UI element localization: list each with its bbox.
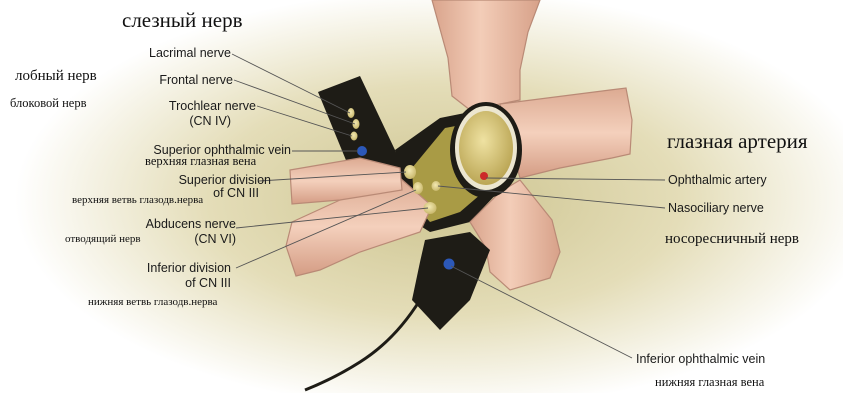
ophthalmic-artery-label: Ophthalmic artery [668, 174, 767, 187]
inferior-division-cn-label: of CN III [185, 277, 231, 290]
superior-division-dot-2 [413, 182, 423, 194]
ru-lacrimal-label: слезный нерв [122, 8, 242, 33]
nasociliary-nerve-label: Nasociliary nerve [668, 202, 764, 215]
abducens-nerve-cn-label: (CN VI) [194, 233, 236, 246]
ru-inferior-vein-label: нижняя глазная вена [655, 375, 764, 390]
ru-nasociliary-label: носоресничный нерв [665, 231, 799, 248]
superior-ophthalmic-vein-dot [357, 146, 367, 156]
abducens-nerve-label: Abducens nerve [146, 218, 236, 231]
inferior-ophthalmic-vein-label: Inferior ophthalmic vein [636, 353, 765, 366]
ophthalmic-artery-dot [480, 172, 488, 180]
frontal-nerve-dot [353, 119, 360, 129]
lacrimal-nerve-dot [348, 108, 355, 118]
ru-frontal-label: лобный нерв [15, 68, 97, 85]
trochlear-nerve-cn-label: (CN IV) [189, 115, 231, 128]
superior-ophthalmic-vein-label: Superior ophthalmic vein [153, 144, 291, 157]
inferior-division-label: Inferior division [147, 262, 231, 275]
inferior-ophthalmic-vein-dot [444, 259, 455, 270]
lacrimal-nerve-label: Lacrimal nerve [149, 47, 231, 60]
trochlear-nerve-label: Trochlear nerve [169, 100, 256, 113]
ru-superior-division-label: верхняя ветвь глазодв.нерва [72, 194, 203, 206]
ru-inferior-division-label: нижняя ветвь глазодв.нерва [88, 296, 217, 308]
superior-division-cn-label: of CN III [213, 187, 259, 200]
frontal-nerve-label: Frontal nerve [159, 74, 233, 87]
ru-abducens-label: отводящий нерв [65, 233, 141, 245]
ru-ophthalmic-artery-label: глазная артерия [667, 129, 808, 154]
ru-trochlear-label: блоковой нерв [10, 96, 87, 111]
